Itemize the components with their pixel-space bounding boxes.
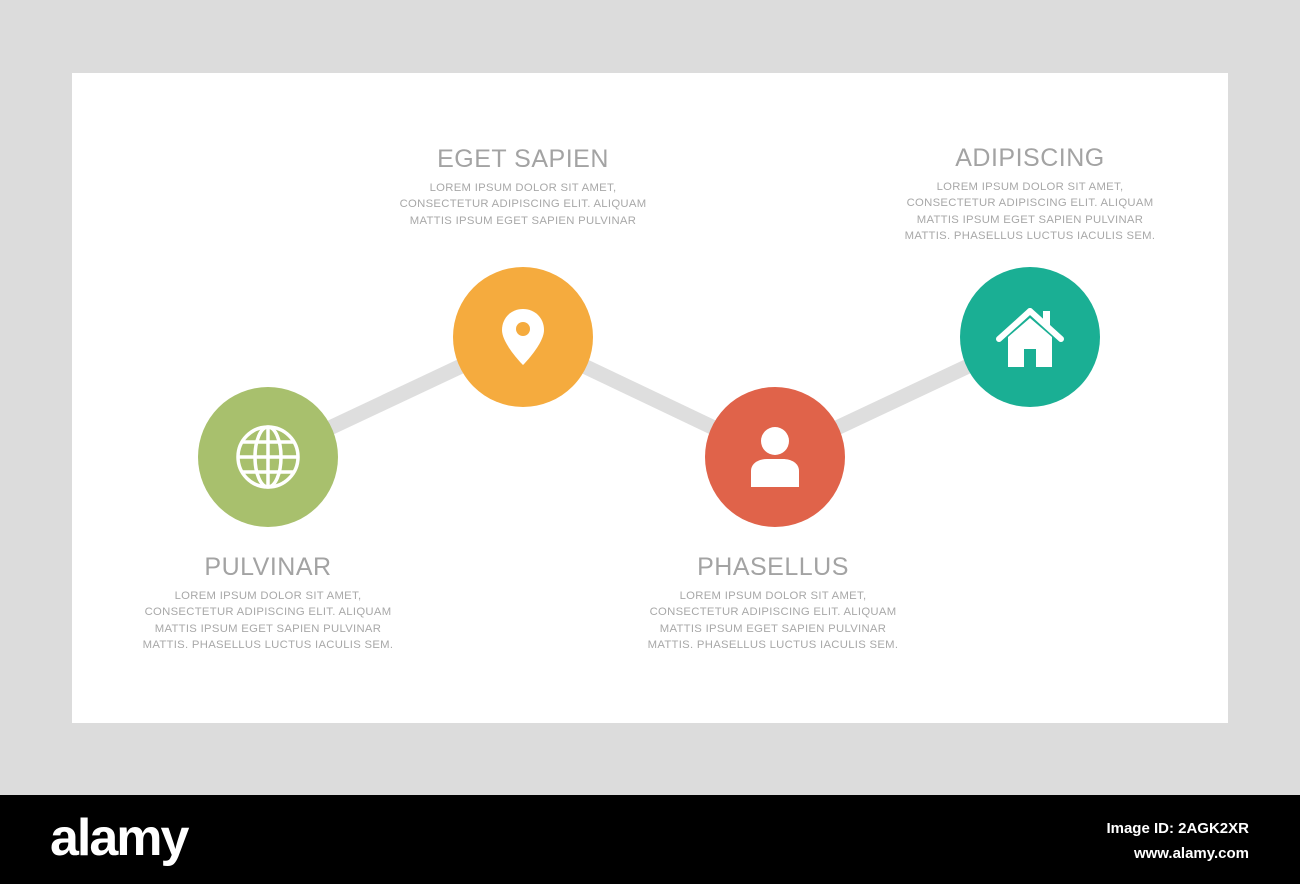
home-icon — [996, 308, 1064, 367]
step-4-circle — [960, 267, 1100, 407]
step-1-description: LOREM IPSUM DOLOR SIT AMET, CONSECTETUR … — [108, 588, 428, 653]
step-3-line: CONSECTETUR ADIPISCING ELIT. ALIQUAM — [649, 606, 897, 619]
step-3-line: LOREM IPSUM DOLOR SIT AMET, — [679, 590, 867, 602]
step-3-line: MATTIS IPSUM EGET SAPIEN PULVINAR — [659, 622, 887, 635]
step-1-line: MATTIS. PHASELLUS LUCTUS IACULIS SEM. — [142, 638, 394, 651]
step-1-line: MATTIS IPSUM EGET SAPIEN PULVINAR — [154, 622, 382, 635]
site-url: www.alamy.com — [1133, 845, 1249, 862]
step-2-line: MATTIS IPSUM EGET SAPIEN PULVINAR — [409, 214, 637, 227]
step-3-title: PHASELLUS — [697, 553, 849, 581]
step-1-line: LOREM IPSUM DOLOR SIT AMET, — [174, 590, 362, 602]
step-1-circle — [198, 387, 338, 527]
step-3-circle — [705, 387, 845, 527]
step-4-title: ADIPISCING — [955, 144, 1105, 172]
location-pin-icon — [502, 309, 544, 365]
step-3-description: LOREM IPSUM DOLOR SIT AMET, CONSECTETUR … — [613, 588, 933, 653]
step-1-title: PULVINAR — [204, 553, 332, 581]
user-icon — [751, 427, 799, 487]
step-2-circle — [453, 267, 593, 407]
step-2-title: EGET SAPIEN — [437, 145, 609, 173]
step-1-line: CONSECTETUR ADIPISCING ELIT. ALIQUAM — [144, 606, 392, 619]
alamy-logo: alamy — [50, 809, 189, 867]
step-4-line: LOREM IPSUM DOLOR SIT AMET, — [936, 181, 1124, 193]
watermark-footer — [0, 795, 1300, 884]
step-3-line: MATTIS. PHASELLUS LUCTUS IACULIS SEM. — [647, 638, 899, 651]
step-4-line: MATTIS. PHASELLUS LUCTUS IACULIS SEM. — [904, 229, 1156, 242]
step-2-description: LOREM IPSUM DOLOR SIT AMET, CONSECTETUR … — [363, 180, 683, 229]
globe-icon — [236, 425, 300, 489]
step-4-line: MATTIS IPSUM EGET SAPIEN PULVINAR — [916, 213, 1144, 226]
step-2-line: CONSECTETUR ADIPISCING ELIT. ALIQUAM — [399, 198, 647, 211]
image-id-label: Image ID: 2AGK2XR — [1106, 820, 1249, 837]
step-4-description: LOREM IPSUM DOLOR SIT AMET, CONSECTETUR … — [870, 179, 1190, 244]
step-2-line: LOREM IPSUM DOLOR SIT AMET, — [429, 182, 617, 194]
step-4-line: CONSECTETUR ADIPISCING ELIT. ALIQUAM — [906, 197, 1154, 210]
